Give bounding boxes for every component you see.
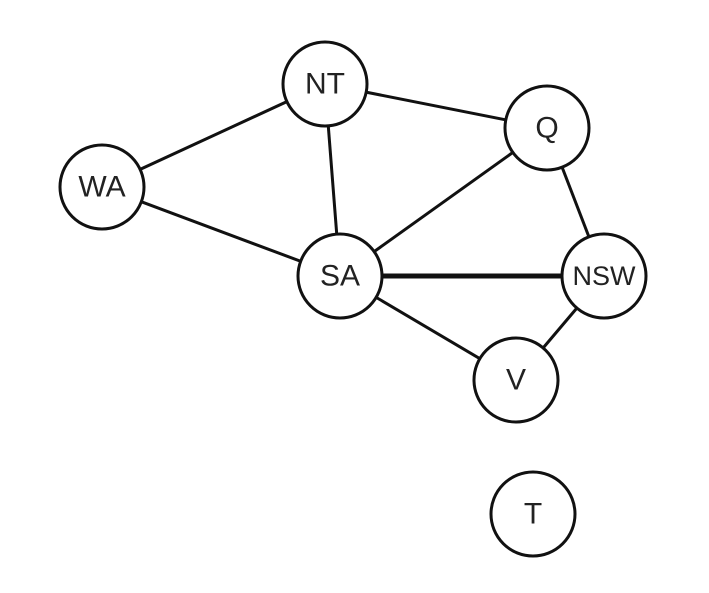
node-circle	[489, 470, 577, 558]
node-label: NT	[305, 68, 345, 101]
node-label: NSW	[573, 261, 637, 291]
node-circle	[58, 143, 146, 231]
node-wa: WA	[58, 143, 146, 231]
node-sa: SA	[296, 232, 384, 320]
node-t: T	[489, 470, 577, 558]
node-label: Q	[535, 112, 558, 145]
node-circle	[503, 84, 591, 172]
node-circle	[472, 336, 560, 424]
node-label: V	[506, 364, 526, 397]
node-nsw: NSW	[560, 232, 648, 320]
node-label: SA	[320, 260, 360, 293]
node-q: Q	[503, 84, 591, 172]
node-circle	[296, 232, 384, 320]
node-circle	[281, 40, 369, 128]
node-v: V	[472, 336, 560, 424]
node-label: WA	[78, 171, 125, 204]
node-label: T	[524, 498, 542, 531]
nodes: WA NT Q SA NSW V T	[58, 40, 648, 558]
node-nt: NT	[281, 40, 369, 128]
node-circle	[560, 232, 648, 320]
